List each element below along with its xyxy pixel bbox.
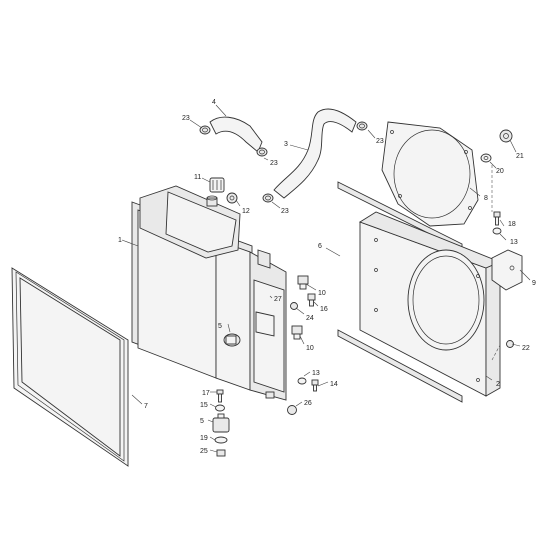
callout-24: 24 [306, 315, 314, 322]
callout-23-d: 23 [376, 138, 384, 145]
callout-27: 27 [274, 296, 282, 303]
fan-ring-part-8 [381, 121, 479, 227]
bolt-part-17 [216, 389, 224, 403]
seal-frame-part-7 [11, 267, 129, 467]
callout-11: 11 [194, 174, 201, 181]
callout-7: 7 [144, 403, 148, 410]
shroud-strip-part-6-bottom [337, 329, 463, 403]
hose-clamp-part-23-c [262, 193, 274, 203]
nut-part-26 [287, 405, 297, 415]
callout-5-mount: 5 [200, 418, 204, 425]
bolt-part-18 [493, 211, 501, 226]
washer-part-19 [214, 436, 228, 444]
callout-16: 16 [320, 306, 328, 313]
mount-part-5 [212, 413, 230, 433]
hose-clamp-part-23-a [199, 125, 211, 135]
callout-23-a: 23 [182, 115, 190, 122]
washer-part-13-right [492, 227, 502, 235]
callout-5-radiator: 5 [218, 323, 222, 330]
cap-part-12 [226, 192, 238, 204]
callout-22: 22 [522, 345, 530, 352]
callout-14: 14 [330, 381, 338, 388]
callout-9: 9 [532, 280, 536, 287]
nut-part-25 [216, 449, 226, 457]
hose-clamp-part-23-b [256, 147, 268, 157]
callout-15: 15 [200, 402, 208, 409]
callout-17: 17 [202, 390, 210, 397]
callout-23-c: 23 [281, 208, 289, 215]
callout-20: 20 [496, 168, 504, 175]
callout-8: 8 [484, 195, 488, 202]
washer-part-13-left [297, 377, 307, 385]
callout-19: 19 [200, 435, 208, 442]
hose-part-4 [209, 116, 263, 153]
callout-26: 26 [304, 400, 312, 407]
callout-3: 3 [284, 141, 288, 148]
callout-labels: 4 23 23 3 23 23 11 12 1 7 6 8 21 20 18 1… [118, 99, 536, 455]
callout-23-b: 23 [270, 160, 278, 167]
callout-6: 6 [318, 243, 322, 250]
callout-13-right: 13 [510, 239, 518, 246]
bolt-part-14 [311, 379, 319, 392]
nut-part-21 [499, 129, 513, 143]
bracket-part-9 [491, 249, 523, 291]
hose-clamp-part-23-d [356, 121, 368, 131]
callout-2: 2 [496, 381, 500, 388]
washer-part-20 [480, 153, 492, 163]
callout-12: 12 [242, 208, 250, 215]
cap-part-11 [209, 177, 225, 193]
fan-shroud-part-2 [358, 211, 502, 397]
nut-part-24 [290, 302, 298, 310]
callout-10-top: 10 [318, 290, 326, 297]
fitting-part-10-top [297, 275, 309, 290]
callout-13-left: 13 [312, 370, 320, 377]
leader-lines [121, 104, 531, 453]
callout-18: 18 [508, 221, 516, 228]
bolt-part-16 [307, 293, 316, 307]
washer-part-15 [215, 404, 225, 412]
callout-21: 21 [516, 153, 524, 160]
hose-part-3 [273, 108, 357, 199]
callout-1: 1 [118, 237, 122, 244]
nut-part-22 [506, 340, 514, 348]
callout-4: 4 [212, 99, 216, 106]
callout-10-bottom: 10 [306, 345, 314, 352]
callout-25: 25 [200, 448, 208, 455]
radiator-part-1 [131, 185, 287, 401]
